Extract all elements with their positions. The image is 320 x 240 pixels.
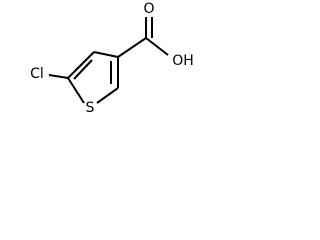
bond-c3-c4: [93, 51, 119, 58]
structure-diagram: Cl S O OH: [30, 1, 194, 116]
bond-c4-c5-inner: [73, 59, 93, 80]
bond-s-c2: [96, 87, 119, 104]
sulfur-label: S: [86, 100, 95, 116]
bond-c5-cl: [48, 74, 69, 79]
chlorine-label: Cl: [30, 66, 44, 82]
bond-c3-carboxyl: [117, 37, 147, 58]
bond-c5-s: [67, 77, 85, 104]
hydroxyl-label: OH: [172, 53, 194, 69]
bond-c-oh: [145, 37, 169, 56]
bond-c4-c5: [67, 51, 95, 79]
carbonyl-oxygen-label: O: [143, 1, 154, 17]
